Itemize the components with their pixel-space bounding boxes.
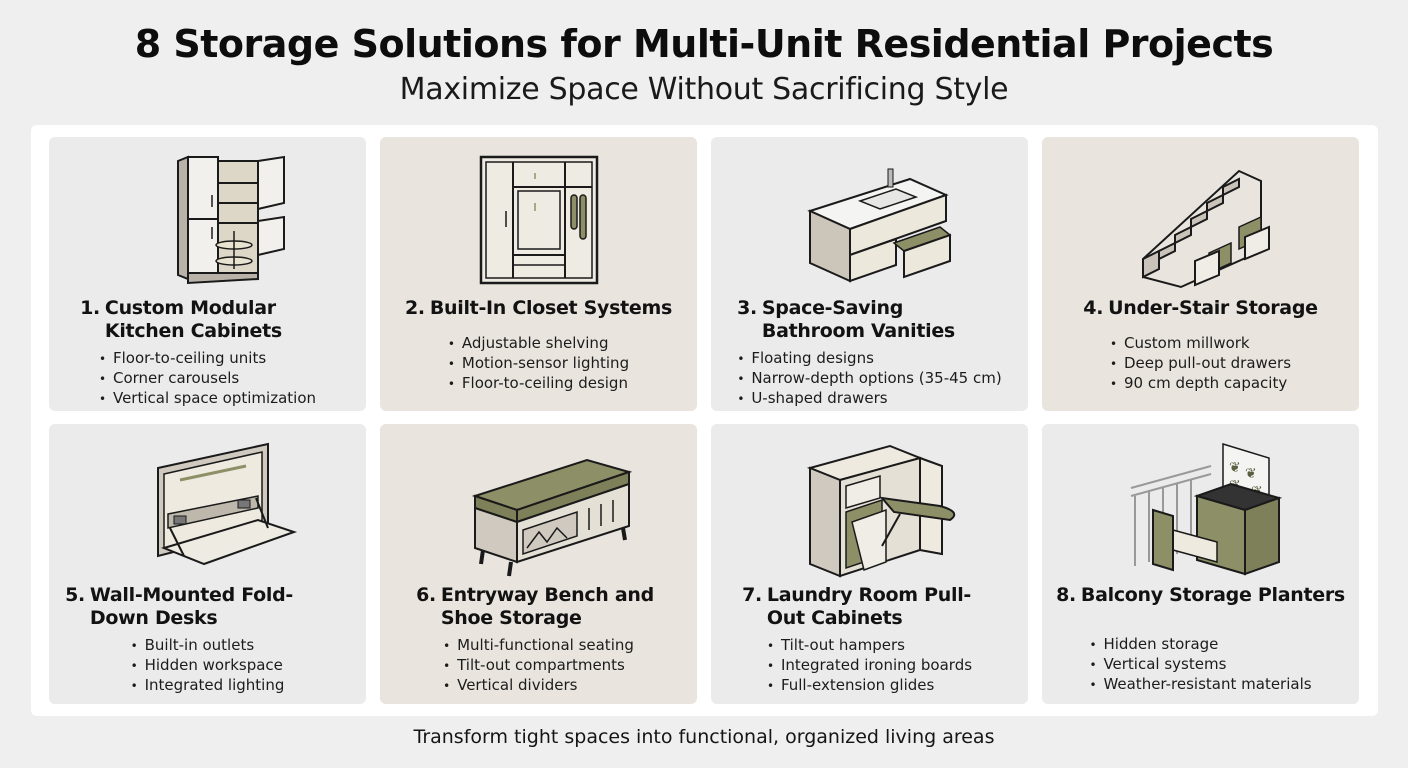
laundry-cabinet-icon — [770, 438, 970, 578]
card-title: 3. Space-Saving Bathroom Vanities — [737, 297, 955, 342]
balcony-planter-icon: ❦ ❦ ❦ ❦ — [1101, 438, 1301, 578]
card-title: 5. Wall-Mounted Fold-Down Desks — [65, 584, 293, 629]
list-item: U-shaped drawers — [737, 389, 1001, 409]
svg-text:❦: ❦ — [1229, 460, 1241, 476]
list-item: Hidden storage — [1089, 635, 1311, 655]
list-item: Adjustable shelving — [448, 334, 629, 354]
feature-list: Floating designs Narrow-depth options (3… — [737, 349, 1001, 409]
card-title: 7. Laundry Room Pull-Out Cabinets — [742, 584, 971, 629]
list-item: Hidden workspace — [131, 656, 285, 676]
card-title: 2. Built-In Closet Systems — [404, 297, 672, 319]
card-title: 4. Under-Stair Storage — [1083, 297, 1318, 319]
feature-list: Custom millwork Deep pull-out drawers 90… — [1110, 334, 1291, 394]
list-item: Floating designs — [737, 349, 1001, 369]
feature-list: Hidden storage Vertical systems Weather-… — [1089, 635, 1311, 695]
card-title: 6. Entryway Bench and Shoe Storage — [416, 584, 654, 629]
list-item: Vertical dividers — [443, 676, 634, 696]
footer-tagline: Transform tight spaces into functional, … — [413, 726, 995, 748]
list-item: Floor-to-ceiling design — [448, 374, 629, 394]
card-bathroom-vanities: 3. Space-Saving Bathroom Vanities Floati… — [711, 137, 1028, 411]
card-title: 8. Balcony Storage Planters — [1056, 584, 1345, 606]
list-item: Integrated ironing boards — [767, 656, 972, 676]
feature-list: Adjustable shelving Motion-sensor lighti… — [448, 334, 629, 394]
list-item: Deep pull-out drawers — [1110, 354, 1291, 374]
page-title: 8 Storage Solutions for Multi-Unit Resid… — [134, 22, 1274, 66]
list-item: Corner carousels — [99, 369, 316, 389]
card-kitchen-cabinets: 1. Custom Modular Kitchen Cabinets Floor… — [49, 137, 366, 411]
card-entryway-bench: 6. Entryway Bench and Shoe Storage Multi… — [380, 424, 697, 704]
card-under-stair: 4. Under-Stair Storage Custom millwork D… — [1042, 137, 1359, 411]
feature-list: Floor-to-ceiling units Corner carousels … — [99, 349, 316, 409]
list-item: Vertical systems — [1089, 655, 1311, 675]
bathroom-vanity-icon — [770, 151, 970, 291]
list-item: Built-in outlets — [131, 636, 285, 656]
fold-down-desk-icon — [108, 438, 308, 578]
entryway-bench-icon — [439, 438, 639, 578]
card-title: 1. Custom Modular Kitchen Cabinets — [80, 297, 282, 342]
list-item: Tilt-out compartments — [443, 656, 634, 676]
list-item: Vertical space optimization — [99, 389, 316, 409]
list-item: Narrow-depth options (35-45 cm) — [737, 369, 1001, 389]
card-closet-systems: 2. Built-In Closet Systems Adjustable sh… — [380, 137, 697, 411]
list-item: Custom millwork — [1110, 334, 1291, 354]
list-item: Multi-functional seating — [443, 636, 634, 656]
list-item: Integrated lighting — [131, 676, 285, 696]
feature-list: Tilt-out hampers Integrated ironing boar… — [767, 636, 972, 696]
svg-text:❦: ❦ — [1245, 466, 1257, 482]
card-fold-down-desks: 5. Wall-Mounted Fold-Down Desks Built-in… — [49, 424, 366, 704]
card-balcony-planters: ❦ ❦ ❦ ❦ 8. Balcony Storage Planters Hidd… — [1042, 424, 1359, 704]
list-item: Full-extension glides — [767, 676, 972, 696]
list-item: 90 cm depth capacity — [1110, 374, 1291, 394]
card-laundry-cabinets: 7. Laundry Room Pull-Out Cabinets Tilt-o… — [711, 424, 1028, 704]
list-item: Weather-resistant materials — [1089, 675, 1311, 695]
under-stair-icon — [1101, 151, 1301, 291]
feature-list: Built-in outlets Hidden workspace Integr… — [131, 636, 285, 696]
list-item: Motion-sensor lighting — [448, 354, 629, 374]
feature-list: Multi-functional seating Tilt-out compar… — [443, 636, 634, 696]
list-item: Tilt-out hampers — [767, 636, 972, 656]
list-item: Floor-to-ceiling units — [99, 349, 316, 369]
kitchen-cabinet-icon — [108, 151, 308, 291]
closet-icon — [439, 151, 639, 291]
page-subtitle: Maximize Space Without Sacrificing Style — [399, 72, 1009, 107]
